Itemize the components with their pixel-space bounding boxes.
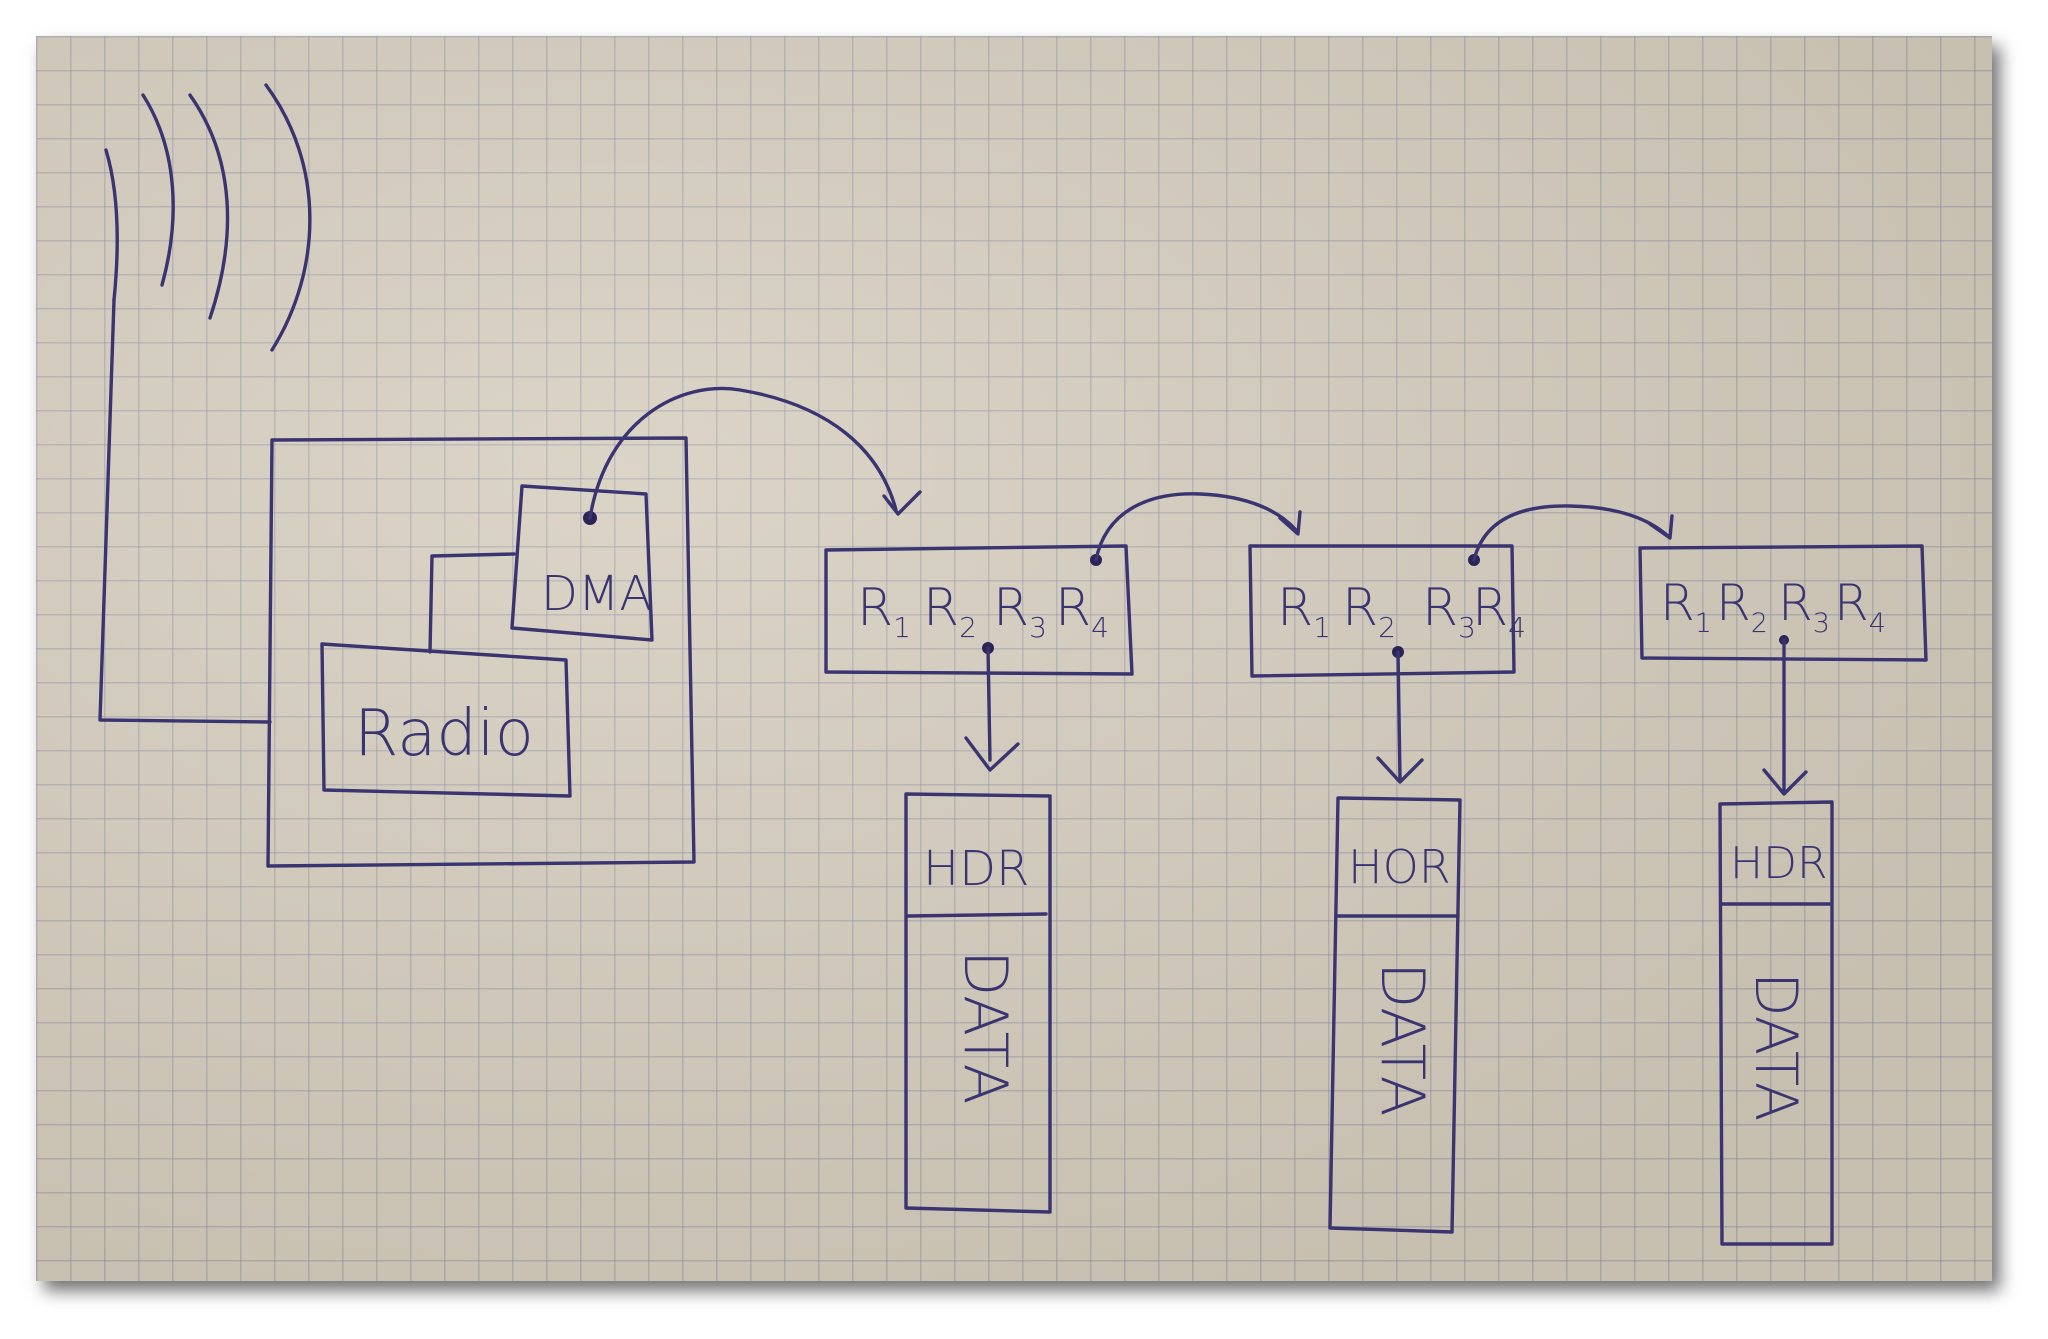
desc2-to-buffer2-arrow	[1396, 650, 1402, 780]
dma-label: DMA	[541, 566, 652, 622]
device-box	[266, 436, 696, 868]
buffer2-header-label: HOR	[1348, 840, 1451, 894]
buffer-2: HOR DATA	[1328, 796, 1462, 1234]
buffer1-header-label: HDR	[923, 841, 1029, 897]
desc1-r2: R2	[923, 578, 977, 644]
descriptor-3: R1 R2 R3 R4	[1638, 544, 1928, 662]
desc3-r1: R1	[1660, 574, 1712, 639]
desc3-r4: R4	[1834, 574, 1886, 639]
desc2-r2: R2	[1342, 578, 1396, 644]
data-pointer-arrows	[964, 638, 1808, 796]
buffer2-data-label: DATA	[1367, 962, 1437, 1117]
buffer1-data-label: DATA	[950, 950, 1020, 1105]
desc1-to-desc2-arrow	[1094, 492, 1298, 562]
desc2-r4: R4	[1472, 578, 1526, 644]
desc2-r1: R1	[1277, 578, 1331, 644]
radio-label: Radio	[354, 697, 534, 771]
buffer-1: HDR DATA	[904, 792, 1052, 1214]
antenna-waves-icon	[98, 83, 312, 724]
dma-block: DMA	[510, 484, 654, 642]
desc1-r3: R3	[993, 578, 1047, 644]
radio-dma-link	[428, 552, 516, 654]
desc1-r1: R1	[857, 578, 911, 644]
next-pointer-arrows	[588, 386, 1674, 562]
desc3-r2: R2	[1716, 574, 1768, 639]
desc1-r4: R4	[1055, 578, 1109, 644]
buffer3-data-label: DATA	[1742, 972, 1810, 1121]
buffer-3: HDR DATA	[1718, 800, 1834, 1246]
descriptor-2: R1 R2 R3 R4	[1248, 544, 1526, 678]
dma-to-desc1-arrow	[588, 386, 898, 520]
desc3-r3: R3	[1778, 574, 1830, 639]
buffer3-header-label: HDR	[1730, 838, 1828, 889]
radio-block: Radio	[320, 642, 572, 798]
desc1-to-buffer1-arrow	[986, 646, 992, 762]
desc2-to-desc3-arrow	[1472, 504, 1670, 562]
descriptor-1: R1 R2 R3 R4	[824, 544, 1134, 676]
desc2-r3: R3	[1422, 578, 1476, 644]
